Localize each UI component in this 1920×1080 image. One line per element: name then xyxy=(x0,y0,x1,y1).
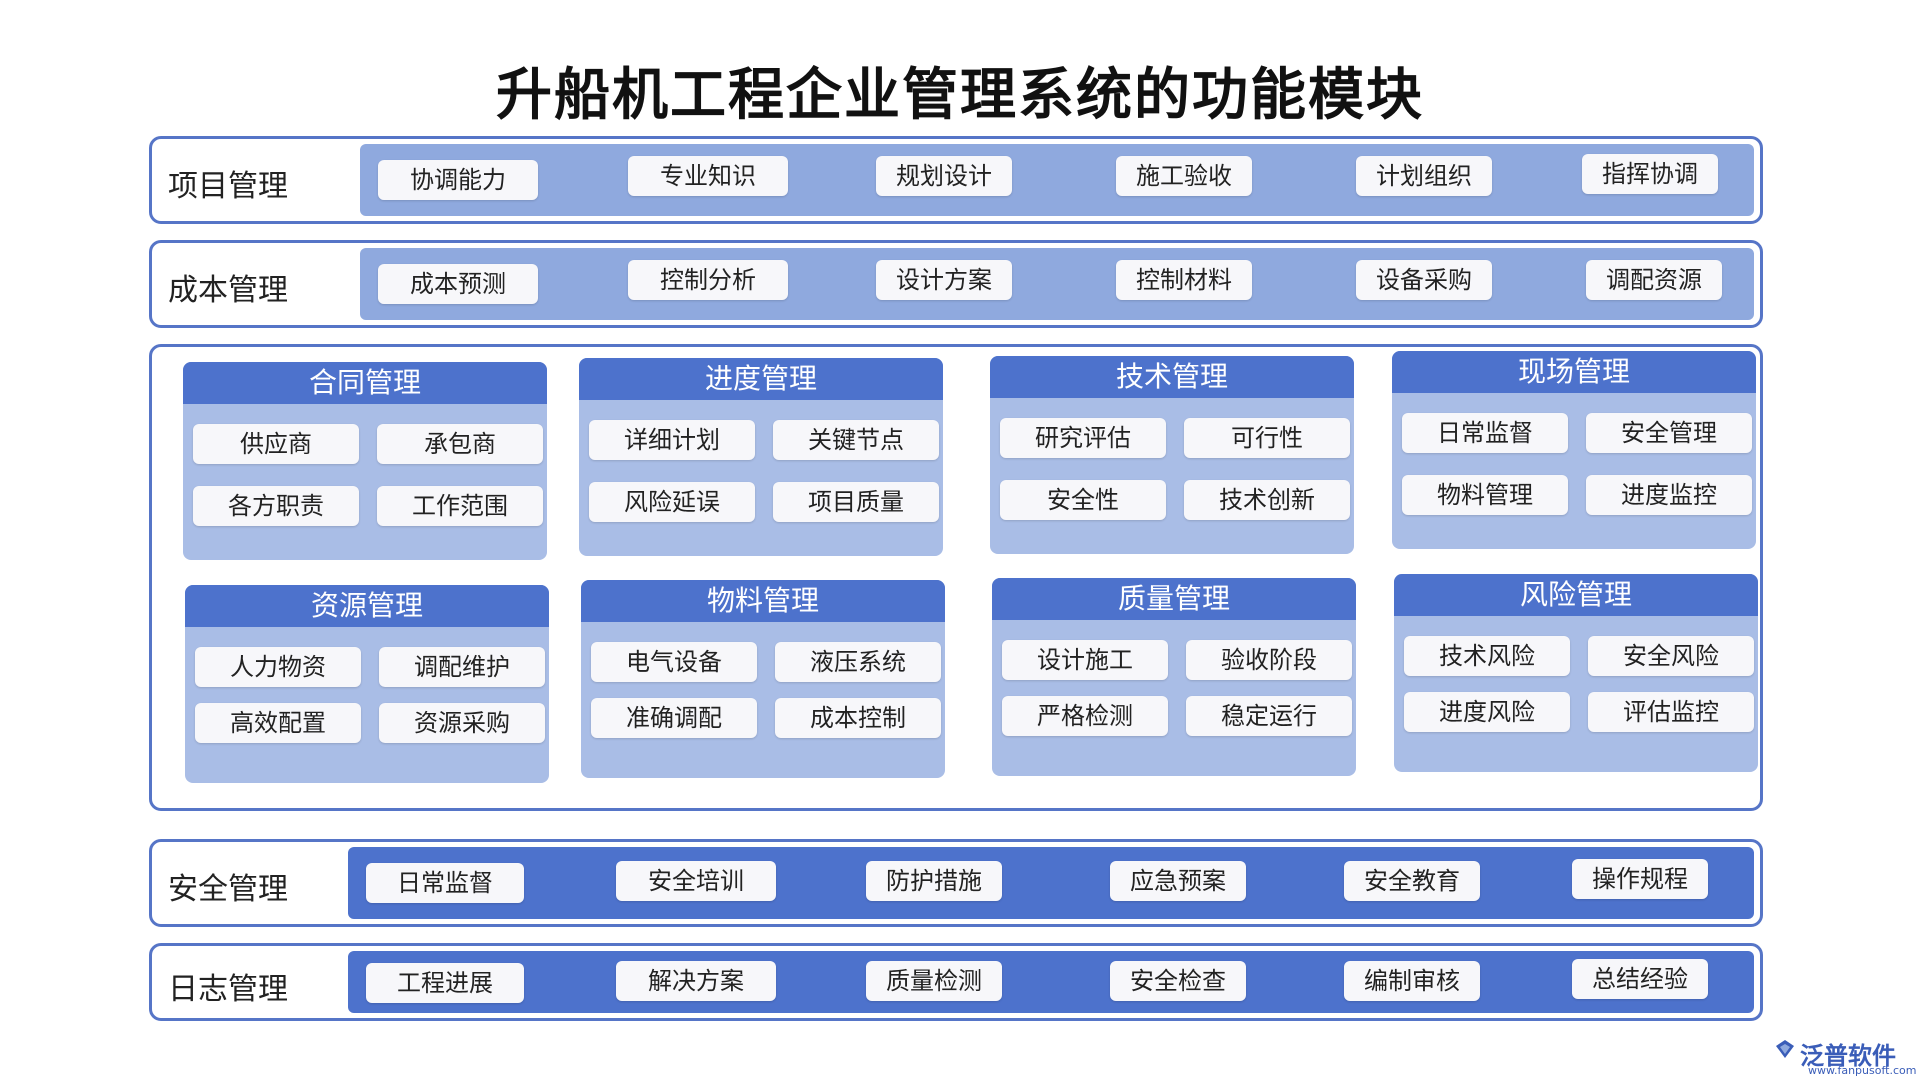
card-chip: 人力物资 xyxy=(195,647,361,687)
card-chip: 安全管理 xyxy=(1586,413,1752,453)
card-chip: 安全风险 xyxy=(1588,636,1754,676)
chip-project-4: 施工验收 xyxy=(1116,156,1252,196)
card-chip: 详细计划 xyxy=(589,420,755,460)
card-chip: 技术创新 xyxy=(1184,480,1350,520)
card-chip: 验收阶段 xyxy=(1186,640,1352,680)
card-chip: 供应商 xyxy=(193,424,359,464)
card-chip: 研究评估 xyxy=(1000,418,1166,458)
card-chip: 项目质量 xyxy=(773,482,939,522)
chip-cost-3: 设计方案 xyxy=(876,260,1012,300)
card-quality-management: 质量管理 设计施工 验收阶段 严格检测 稳定运行 xyxy=(992,578,1356,776)
card-chip: 安全性 xyxy=(1000,480,1166,520)
chip-log-4: 安全检查 xyxy=(1110,961,1246,1001)
chip-project-3: 规划设计 xyxy=(876,156,1012,196)
chip-log-2: 解决方案 xyxy=(616,961,776,1001)
card-chip: 设计施工 xyxy=(1002,640,1168,680)
row-label-log: 日志管理 xyxy=(168,972,288,1007)
card-title: 物料管理 xyxy=(581,580,945,622)
card-chip: 日常监督 xyxy=(1402,413,1568,453)
chip-safety-3: 防护措施 xyxy=(866,861,1002,901)
chip-log-3: 质量检测 xyxy=(866,961,1002,1001)
card-chip: 液压系统 xyxy=(775,642,941,682)
card-chip: 关键节点 xyxy=(773,420,939,460)
card-title: 风险管理 xyxy=(1394,574,1758,616)
row-label-cost: 成本管理 xyxy=(168,273,288,308)
chip-cost-2: 控制分析 xyxy=(628,260,788,300)
chip-project-2: 专业知识 xyxy=(628,156,788,196)
row-log-management: 日志管理 工程进展 解决方案 质量检测 安全检查 编制审核 总结经验 xyxy=(149,943,1763,1021)
card-risk-management: 风险管理 技术风险 安全风险 进度风险 评估监控 xyxy=(1394,574,1758,772)
card-contract-management: 合同管理 供应商 承包商 各方职责 工作范围 xyxy=(183,362,547,560)
card-chip: 各方职责 xyxy=(193,486,359,526)
card-chip: 物料管理 xyxy=(1402,475,1568,515)
card-chip: 评估监控 xyxy=(1588,692,1754,732)
card-chip: 调配维护 xyxy=(379,647,545,687)
card-chip: 风险延误 xyxy=(589,482,755,522)
card-title: 进度管理 xyxy=(579,358,943,400)
card-title: 合同管理 xyxy=(183,362,547,404)
row-label-safety: 安全管理 xyxy=(168,872,288,907)
card-resource-management: 资源管理 人力物资 调配维护 高效配置 资源采购 xyxy=(185,585,549,783)
card-chip: 成本控制 xyxy=(775,698,941,738)
module-grid-panel: 合同管理 供应商 承包商 各方职责 工作范围 进度管理 详细计划 关键节点 风险… xyxy=(149,344,1763,811)
card-title: 质量管理 xyxy=(992,578,1356,620)
row-band-safety: 日常监督 安全培训 防护措施 应急预案 安全教育 操作规程 xyxy=(348,847,1754,919)
card-chip: 稳定运行 xyxy=(1186,696,1352,736)
card-title: 技术管理 xyxy=(990,356,1354,398)
brand-name: 泛普软件 xyxy=(1800,1042,1896,1070)
card-site-management: 现场管理 日常监督 安全管理 物料管理 进度监控 xyxy=(1392,351,1756,549)
chip-safety-6: 操作规程 xyxy=(1572,859,1708,899)
card-chip: 工作范围 xyxy=(377,486,543,526)
chip-safety-4: 应急预案 xyxy=(1110,861,1246,901)
row-cost-management: 成本管理 成本预测 控制分析 设计方案 控制材料 设备采购 调配资源 xyxy=(149,240,1763,328)
chip-log-6: 总结经验 xyxy=(1572,959,1708,999)
card-title: 现场管理 xyxy=(1392,351,1756,393)
card-chip: 严格检测 xyxy=(1002,696,1168,736)
card-chip: 技术风险 xyxy=(1404,636,1570,676)
brand-logo-icon xyxy=(1776,1040,1794,1058)
card-chip: 资源采购 xyxy=(379,703,545,743)
row-label-project: 项目管理 xyxy=(168,169,288,204)
card-chip: 可行性 xyxy=(1184,418,1350,458)
chip-log-1: 工程进展 xyxy=(366,963,524,1003)
row-safety-management: 安全管理 日常监督 安全培训 防护措施 应急预案 安全教育 操作规程 xyxy=(149,839,1763,927)
brand-url: www.fanpusoft.com xyxy=(1808,1064,1917,1077)
chip-project-6: 指挥协调 xyxy=(1582,154,1718,194)
card-chip: 准确调配 xyxy=(591,698,757,738)
chip-cost-4: 控制材料 xyxy=(1116,260,1252,300)
chip-log-5: 编制审核 xyxy=(1344,961,1480,1001)
chip-safety-5: 安全教育 xyxy=(1344,861,1480,901)
card-chip: 电气设备 xyxy=(591,642,757,682)
chip-project-1: 协调能力 xyxy=(378,160,538,200)
card-chip: 进度风险 xyxy=(1404,692,1570,732)
row-band-cost: 成本预测 控制分析 设计方案 控制材料 设备采购 调配资源 xyxy=(360,248,1754,320)
chip-project-5: 计划组织 xyxy=(1356,156,1492,196)
card-chip: 高效配置 xyxy=(195,703,361,743)
row-band-log: 工程进展 解决方案 质量检测 安全检查 编制审核 总结经验 xyxy=(348,951,1754,1013)
card-chip: 进度监控 xyxy=(1586,475,1752,515)
diagram-title: 升船机工程企业管理系统的功能模块 xyxy=(496,62,1424,128)
chip-safety-1: 日常监督 xyxy=(366,863,524,903)
chip-cost-1: 成本预测 xyxy=(378,264,538,304)
row-band-project: 协调能力 专业知识 规划设计 施工验收 计划组织 指挥协调 xyxy=(360,144,1754,216)
card-chip: 承包商 xyxy=(377,424,543,464)
chip-cost-5: 设备采购 xyxy=(1356,260,1492,300)
chip-cost-6: 调配资源 xyxy=(1586,260,1722,300)
card-material-management: 物料管理 电气设备 液压系统 准确调配 成本控制 xyxy=(581,580,945,778)
row-project-management: 项目管理 协调能力 专业知识 规划设计 施工验收 计划组织 指挥协调 xyxy=(149,136,1763,224)
card-technical-management: 技术管理 研究评估 可行性 安全性 技术创新 xyxy=(990,356,1354,554)
chip-safety-2: 安全培训 xyxy=(616,861,776,901)
card-title: 资源管理 xyxy=(185,585,549,627)
card-schedule-management: 进度管理 详细计划 关键节点 风险延误 项目质量 xyxy=(579,358,943,556)
